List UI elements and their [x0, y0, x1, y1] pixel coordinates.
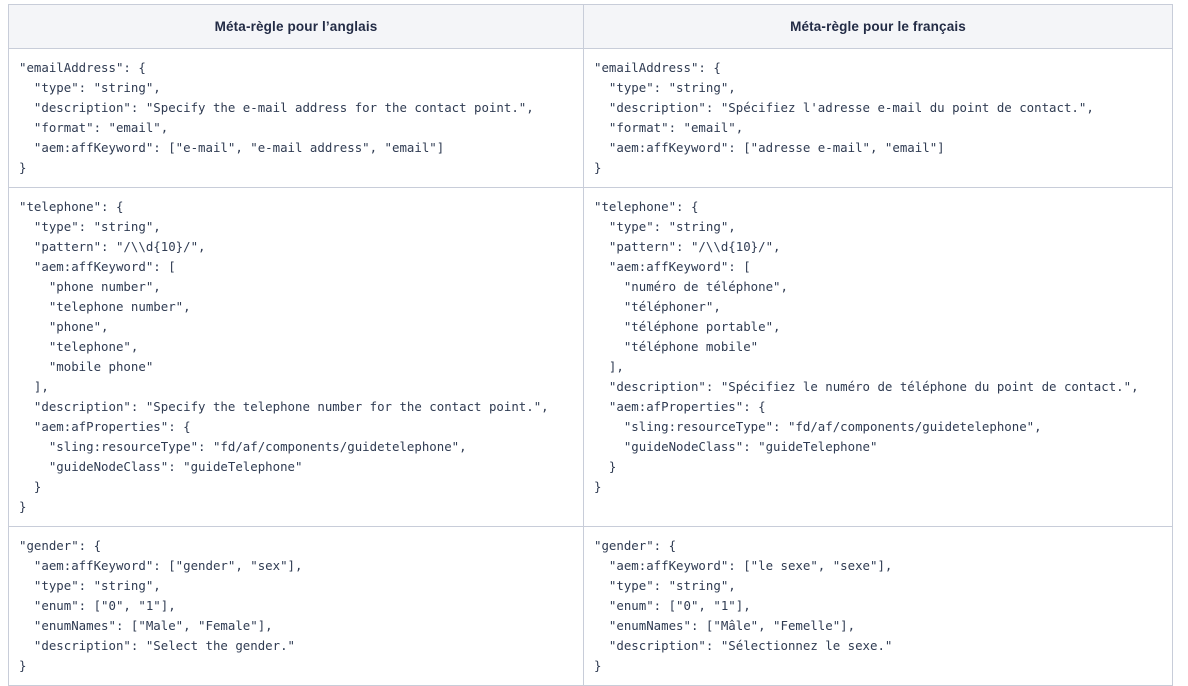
cell-english-telephone: "telephone": { "type": "string", "patter…	[8, 187, 584, 527]
code-block-french-emailaddress: "emailAddress": { "type": "string", "des…	[594, 60, 1094, 175]
table-row: "gender": { "aem:affKeyword": ["gender",…	[8, 526, 1173, 686]
cell-french-telephone: "telephone": { "type": "string", "patter…	[583, 187, 1173, 527]
table-row: "telephone": { "type": "string", "patter…	[8, 187, 1173, 527]
meta-rules-table: Méta-règle pour l’anglais Méta-règle pou…	[8, 4, 1173, 686]
column-header-english: Méta-règle pour l’anglais	[8, 4, 584, 49]
code-block-french-gender: "gender": { "aem:affKeyword": ["le sexe"…	[594, 538, 893, 673]
cell-english-gender: "gender": { "aem:affKeyword": ["gender",…	[8, 526, 584, 686]
code-block-english-emailaddress: "emailAddress": { "type": "string", "des…	[19, 60, 534, 175]
table-body: "emailAddress": { "type": "string", "des…	[8, 48, 1173, 686]
cell-french-gender: "gender": { "aem:affKeyword": ["le sexe"…	[583, 526, 1173, 686]
code-block-french-telephone: "telephone": { "type": "string", "patter…	[594, 199, 1139, 494]
table-row: "emailAddress": { "type": "string", "des…	[8, 48, 1173, 188]
table-header: Méta-règle pour l’anglais Méta-règle pou…	[8, 4, 1173, 49]
column-header-french: Méta-règle pour le français	[583, 4, 1173, 49]
code-block-english-gender: "gender": { "aem:affKeyword": ["gender",…	[19, 538, 303, 673]
table-header-row: Méta-règle pour l’anglais Méta-règle pou…	[8, 4, 1173, 49]
cell-french-emailaddress: "emailAddress": { "type": "string", "des…	[583, 48, 1173, 188]
code-block-english-telephone: "telephone": { "type": "string", "patter…	[19, 199, 549, 514]
cell-english-emailaddress: "emailAddress": { "type": "string", "des…	[8, 48, 584, 188]
